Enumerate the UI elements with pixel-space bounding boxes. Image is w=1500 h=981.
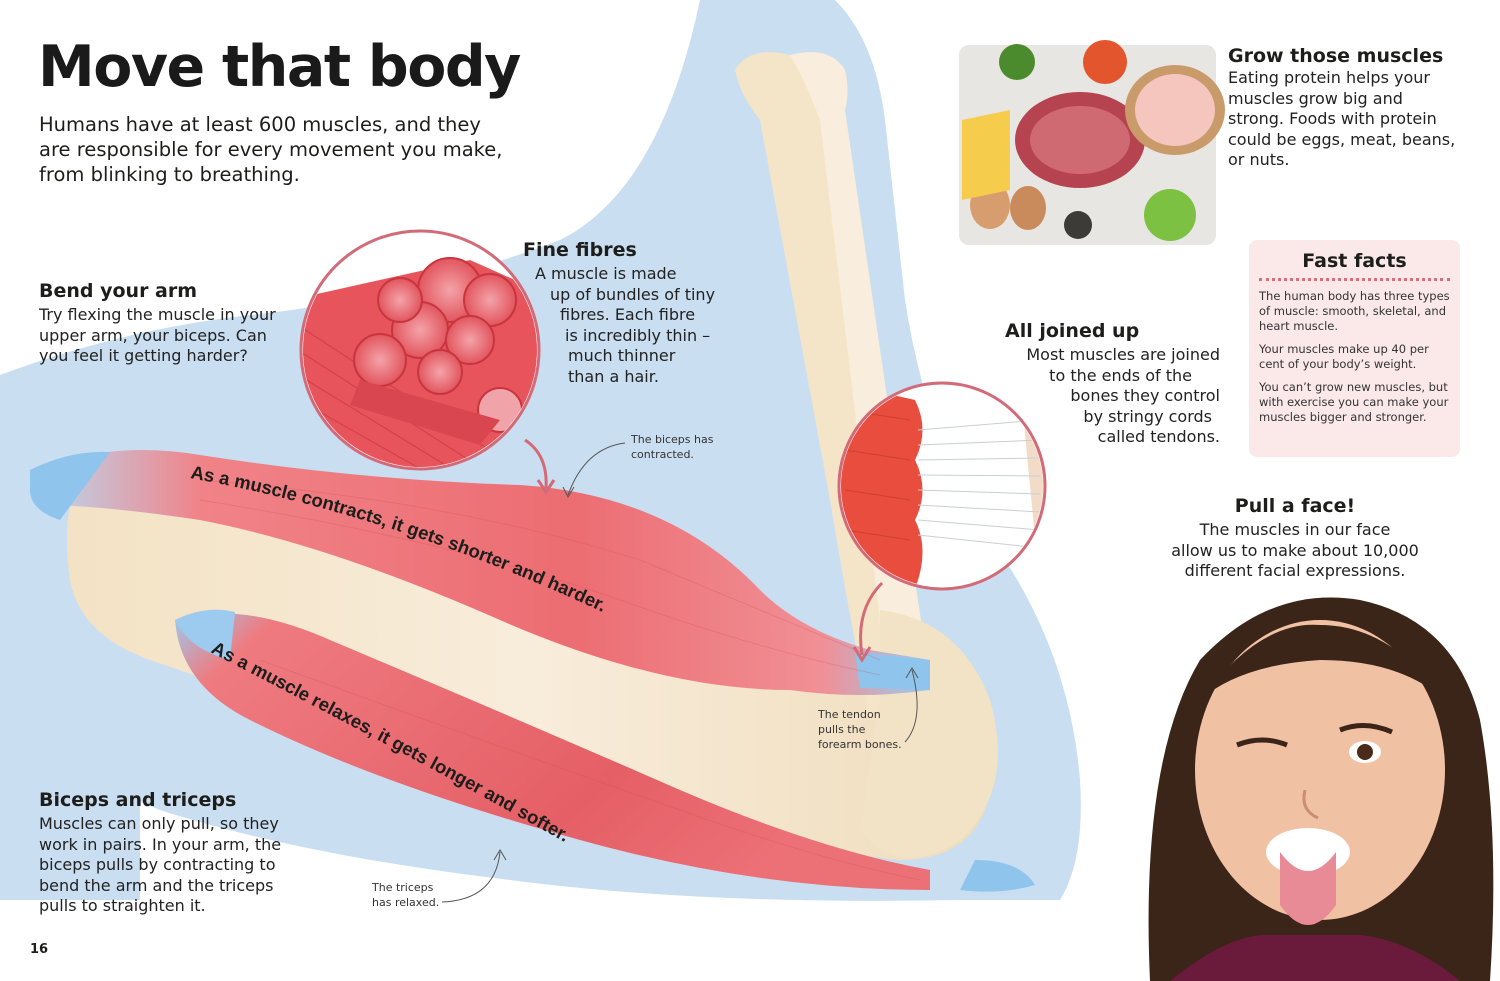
triceps-caption-line — [441, 851, 501, 903]
fibres-line: up of bundles of tiny — [550, 284, 716, 304]
caption-line: contracted. — [631, 448, 694, 461]
fast-facts-title: Fast facts — [1302, 250, 1407, 272]
biceps-triceps-line: work in pairs. In your arm, the — [39, 834, 282, 854]
triceps-caption: The triceps has relaxed. — [372, 880, 439, 910]
caption-line: has relaxed. — [372, 896, 440, 909]
caption-line: The tendon — [818, 708, 881, 721]
biceps-triceps-line: Muscles can only pull, so they — [39, 814, 279, 833]
biceps-triceps-line: biceps pulls by contracting to — [39, 855, 276, 874]
fast-fact-item: Your muscles make up 40 per cent of your… — [1259, 342, 1429, 371]
bend-your-arm-section: Bend your arm Try flexing the muscle in … — [39, 280, 299, 367]
grow-heading: Grow those muscles — [1228, 45, 1444, 67]
grow-muscles-section: Grow those muscles Eating protein helps … — [1228, 45, 1490, 171]
fibres-line: than a hair. — [568, 366, 659, 386]
biceps-caption: The biceps has contracted. — [631, 432, 713, 462]
face-line: allow us to make about 10,000 — [1171, 540, 1419, 560]
triceps-muscle — [175, 613, 930, 890]
biceps-triceps-line: bend the arm and the triceps — [39, 875, 274, 895]
page-title: Move that body — [38, 34, 521, 100]
tendon-inset — [837, 381, 1047, 663]
grow-line: or nuts. — [1228, 150, 1290, 169]
fast-facts-box: Fast facts The human body has three type… — [1249, 240, 1460, 457]
fine-fibres-section: Fine fibres A muscle is made up of bundl… — [523, 239, 753, 387]
caption-line: pulls the — [818, 723, 866, 736]
ulna-bone — [735, 52, 900, 720]
fast-facts-divider — [1259, 278, 1450, 281]
fibres-line: is incredibly thin – — [565, 325, 711, 345]
page-number: 16 — [30, 942, 49, 957]
fibres-line: fibres. Each fibre — [560, 305, 696, 324]
bend-heading: Bend your arm — [39, 280, 198, 302]
biceps-triceps-line: pulls to straighten it. — [39, 896, 206, 915]
face-heading: Pull a face! — [1234, 495, 1356, 517]
caption-line: The triceps — [372, 881, 434, 894]
face-line: different facial expressions. — [1184, 561, 1406, 580]
joined-heading: All joined up — [1005, 320, 1140, 342]
grow-line: Eating protein helps your — [1228, 68, 1430, 87]
girl-face-photo — [1120, 592, 1500, 981]
fibres-heading: Fine fibres — [523, 239, 637, 261]
joined-line: called tendons. — [1097, 427, 1220, 446]
grow-line: muscles grow big and — [1228, 88, 1403, 108]
caption-line: forearm bones. — [818, 738, 902, 751]
intro-text: Humans have at least 600 muscles, and th… — [39, 113, 503, 186]
bend-line: upper arm, your biceps. Can — [39, 325, 267, 345]
fibres-line: much thinner — [568, 346, 676, 365]
bend-line: you feel it getting harder? — [39, 346, 248, 365]
joined-line: Most muscles are joined — [1026, 345, 1220, 364]
fast-fact-item: You can’t grow new muscles, but with exe… — [1259, 380, 1449, 424]
humerus-bone — [66, 473, 990, 860]
biceps-triceps-section: Biceps and triceps Muscles can only pull… — [39, 789, 309, 917]
bend-line: Try flexing the muscle in your — [39, 305, 276, 324]
tendon-caption: The tendon pulls the forearm bones. — [818, 707, 902, 752]
fibres-line: A muscle is made — [535, 264, 677, 283]
face-line: The muscles in our face — [1199, 520, 1391, 539]
joined-line: by stringy cords — [1083, 406, 1212, 426]
joined-line: to the ends of the — [1049, 365, 1192, 385]
pull-a-face-section: Pull a face! The muscles in our face all… — [1150, 495, 1440, 582]
fast-fact-item: The human body has three types of muscle… — [1259, 289, 1450, 333]
grow-line: strong. Foods with protein — [1228, 109, 1437, 128]
all-joined-up-section: All joined up Most muscles are joined to… — [1005, 320, 1220, 448]
biceps-triceps-heading: Biceps and triceps — [39, 789, 237, 811]
biceps-muscle — [40, 450, 930, 695]
fibre-inset — [299, 229, 556, 495]
protein-food-photo — [959, 40, 1225, 245]
joined-line: bones they control — [1070, 386, 1220, 405]
caption-line: The biceps has — [631, 433, 714, 446]
grow-line: could be eggs, meat, beans, — [1228, 129, 1456, 149]
biceps-caption-line — [567, 442, 626, 496]
tendon-caption-line — [904, 669, 918, 743]
